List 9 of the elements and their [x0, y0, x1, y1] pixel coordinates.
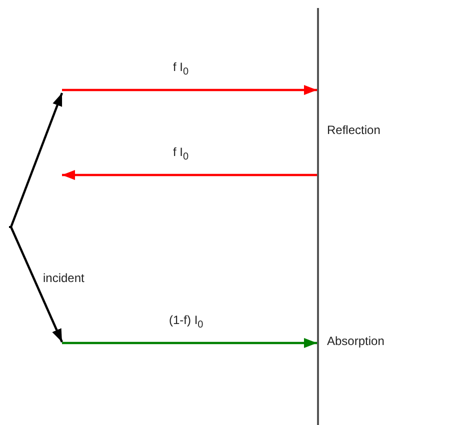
- edge-label: incident: [42, 271, 86, 285]
- surface-label: Absorption: [326, 334, 386, 348]
- arrow: [10, 226, 63, 342]
- surface-label: Reflection: [326, 123, 382, 137]
- arrow: [62, 85, 317, 95]
- arrow: [62, 338, 317, 348]
- surface-line: [317, 8, 319, 425]
- arrow: [10, 92, 64, 228]
- arrow: [62, 170, 317, 180]
